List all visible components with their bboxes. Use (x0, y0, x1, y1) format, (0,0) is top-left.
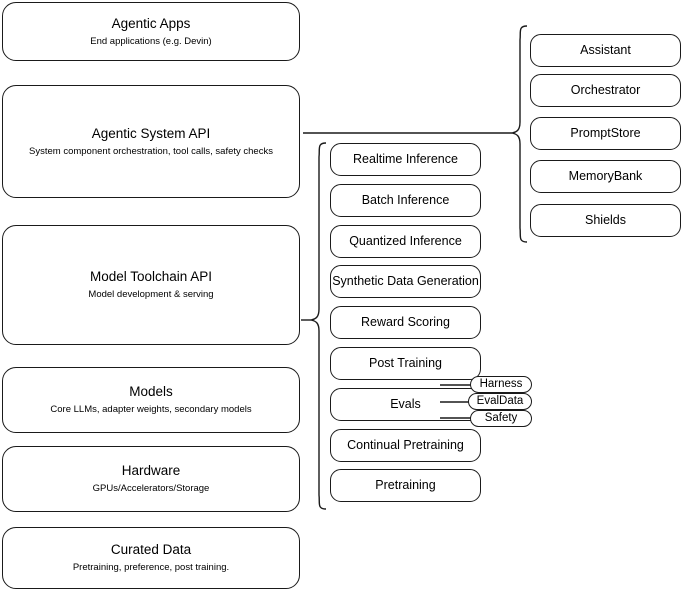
layer-box-hardware[interactable]: Hardware GPUs/Accelerators/Storage (2, 446, 300, 512)
right-brace-agentic-components (511, 25, 528, 243)
layer-box-agentic-apps[interactable]: Agentic Apps End applications (e.g. Devi… (2, 2, 300, 61)
layer-title: Model Toolchain API (89, 269, 213, 284)
layer-subtitle: End applications (e.g. Devin) (90, 35, 212, 47)
toolchain-pill-realtime-inference[interactable]: Realtime Inference (330, 143, 481, 176)
layer-subtitle: System component orchestration, tool cal… (29, 145, 273, 157)
evals-subpill-safety[interactable]: Safety (470, 410, 532, 427)
toolchain-pill-continual-pretraining[interactable]: Continual Pretraining (330, 429, 481, 462)
layer-title: Curated Data (110, 542, 192, 557)
layer-box-curated-data[interactable]: Curated Data Pretraining, preference, po… (2, 527, 300, 589)
agentic-pill-promptstore[interactable]: PromptStore (530, 117, 681, 150)
evals-subpill-evaldata[interactable]: EvalData (468, 393, 532, 410)
evals-subpill-harness[interactable]: Harness (470, 376, 532, 393)
layer-subtitle: Pretraining, preference, post training. (72, 562, 230, 573)
layer-subtitle: GPUs/Accelerators/Storage (92, 483, 210, 494)
layer-box-models[interactable]: Models Core LLMs, adapter weights, secon… (2, 367, 300, 433)
left-brace-toolchain-components (310, 142, 327, 510)
toolchain-pill-synthetic-data-generation[interactable]: Synthetic Data Generation (330, 265, 481, 298)
toolchain-pill-pretraining[interactable]: Pretraining (330, 469, 481, 502)
layer-box-agentic-system-api[interactable]: Agentic System API System component orch… (2, 85, 300, 198)
toolchain-pill-post-training[interactable]: Post Training (330, 347, 481, 380)
layer-box-model-toolchain-api[interactable]: Model Toolchain API Model development & … (2, 225, 300, 345)
layer-subtitle: Model development & serving (88, 289, 214, 300)
agentic-pill-assistant[interactable]: Assistant (530, 34, 681, 67)
layer-title: Hardware (121, 463, 181, 478)
layer-subtitle: Core LLMs, adapter weights, secondary mo… (50, 404, 252, 415)
agentic-pill-memorybank[interactable]: MemoryBank (530, 160, 681, 193)
layer-title: Agentic Apps (111, 15, 191, 31)
agentic-pill-shields[interactable]: Shields (530, 204, 681, 237)
toolchain-pill-reward-scoring[interactable]: Reward Scoring (330, 306, 481, 339)
agentic-pill-orchestrator[interactable]: Orchestrator (530, 74, 681, 107)
toolchain-pill-batch-inference[interactable]: Batch Inference (330, 184, 481, 217)
layer-title: Agentic System API (91, 125, 211, 141)
toolchain-pill-quantized-inference[interactable]: Quantized Inference (330, 225, 481, 258)
layer-title: Models (129, 384, 173, 399)
toolchain-pill-evals[interactable]: Evals (330, 388, 481, 421)
